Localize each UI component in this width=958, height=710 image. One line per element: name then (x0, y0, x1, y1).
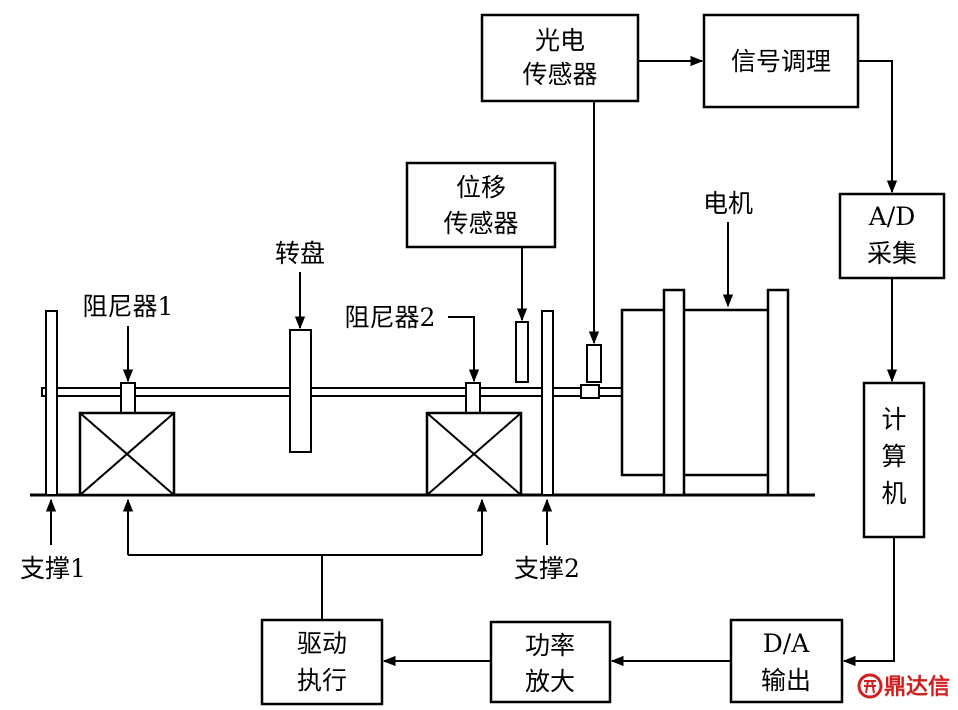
damper-1 (78, 411, 176, 497)
drive-actuator-label-line1: 驱动 (297, 629, 347, 658)
damper1-label: 阻尼器1 (83, 292, 174, 321)
damper-2 (425, 411, 523, 497)
computer-label-char3: 机 (881, 479, 906, 508)
photoelectric-sensor-label-line2: 传感器 (522, 60, 597, 89)
damper-2-rod (465, 382, 481, 414)
motor-label: 电机 (703, 189, 753, 218)
computer-label-char1: 计 (881, 405, 906, 434)
damper2-pointer (448, 316, 480, 383)
displacement-sensor-block: 位移 传感器 (405, 161, 557, 249)
da-output-block: D/A 输出 (729, 618, 844, 704)
damper-1-rod (120, 382, 136, 414)
arrow-conditioning-to-ad (858, 60, 898, 194)
ad-label-line1: A/D (868, 202, 916, 231)
callouts: 电机 转盘 阻尼器1 阻尼器2 支撑1 支撑2 (20, 189, 753, 583)
computer-block: 计 算 机 (862, 381, 926, 539)
support1-label: 支撑1 (20, 554, 86, 583)
shaft-coupling (580, 384, 600, 399)
support-1 (45, 310, 58, 496)
displacement-sensor-label-line1: 位移 (456, 173, 506, 202)
support-2 (541, 310, 554, 496)
displacement-sensor-label-line2: 传感器 (443, 209, 518, 238)
watermark-logo-icon (857, 673, 883, 699)
signal-conditioning-label: 信号调理 (731, 47, 831, 76)
photoelectric-sensor-block: 光电 传感器 (480, 13, 640, 103)
damper2-label: 阻尼器2 (345, 303, 436, 332)
disc-label: 转盘 (275, 239, 325, 268)
signal-flow-arrows (122, 55, 898, 667)
ad-label-line2: 采集 (867, 239, 917, 268)
motor (620, 288, 790, 497)
test-rig (30, 288, 815, 497)
rotating-disc (289, 329, 312, 453)
displacement-probe (515, 321, 529, 383)
power-amplifier-label-line1: 功率 (525, 631, 575, 660)
da-label-line1: D/A (763, 629, 810, 658)
signal-conditioning-block: 信号调理 (702, 13, 860, 109)
power-amplifier-label-line2: 放大 (525, 667, 575, 696)
watermark: 鼎达信 (857, 673, 950, 700)
support2-label: 支撑2 (514, 554, 580, 583)
computer-label-char2: 算 (881, 442, 906, 471)
photoelectric-probe (586, 344, 602, 383)
photoelectric-sensor-label-line1: 光电 (535, 26, 585, 55)
arrow-computer-to-da (842, 537, 895, 667)
da-label-line2: 输出 (761, 666, 811, 695)
watermark-text: 鼎达信 (884, 674, 950, 700)
power-amplifier-block: 功率 放大 (489, 620, 612, 704)
drive-actuator-block: 驱动 执行 (260, 618, 384, 706)
ad-acquisition-block: A/D 采集 (838, 192, 946, 280)
drive-actuator-label-line2: 执行 (297, 666, 347, 695)
